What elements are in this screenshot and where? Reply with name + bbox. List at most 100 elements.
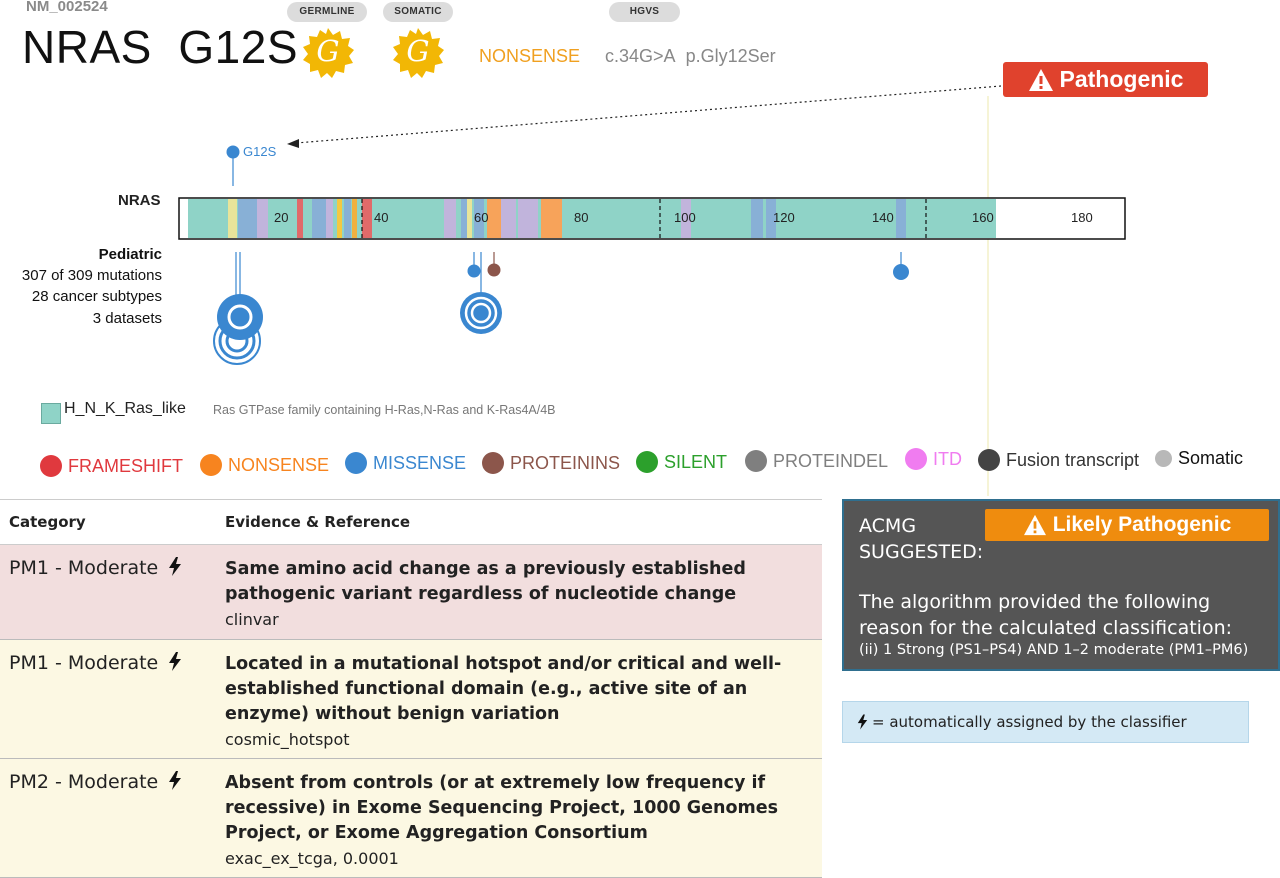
acmg-title-line2: SUGGESTED:	[859, 541, 984, 563]
domain-segments	[188, 199, 996, 238]
likely-pathogenic-badge[interactable]: Likely Pathogenic	[985, 509, 1269, 541]
pathogenic-label: Pathogenic	[1059, 66, 1184, 92]
tick-label: 40	[374, 210, 389, 225]
germline-badge-icon[interactable]: G	[302, 27, 354, 79]
evidence-reference: clinvar	[225, 610, 279, 629]
somatic-pill[interactable]: SOMATIC	[383, 2, 453, 22]
legend-label: SILENT	[664, 451, 728, 472]
bolt-icon	[169, 652, 182, 671]
domain-description: Ras GTPase family containing H-Ras,N-Ras…	[213, 403, 556, 417]
legend-label: FRAMESHIFT	[68, 455, 183, 476]
gene-name: NRAS	[22, 21, 152, 73]
proteinins-circle	[487, 263, 501, 277]
variant-title: NRAS G12S	[22, 20, 298, 74]
table-row: PM1 - Moderate Same amino acid change as…	[0, 545, 822, 640]
table-row: PM1 - Moderate Located in a mutational h…	[0, 640, 822, 759]
nonsense-dot-icon	[200, 454, 222, 476]
tick-label: 140	[872, 210, 894, 225]
cohort-datasets: 3 datasets	[92, 310, 162, 327]
codon146-circle	[893, 264, 909, 280]
acmg-reason-intro: The algorithm provided the following rea…	[859, 591, 1233, 639]
row-evidence: Located in a mutational hotspot and/or c…	[225, 652, 815, 752]
legend-label: Fusion transcript	[1006, 449, 1140, 470]
legend-nonsense[interactable]: NONSENSE	[200, 454, 329, 476]
evidence-text: Same amino acid change as a previously e…	[225, 559, 746, 604]
legend-proteindel[interactable]: PROTEINDEL	[745, 450, 888, 472]
row-evidence: Absent from controls (or at extremely lo…	[225, 771, 815, 871]
tick-label: 120	[773, 210, 795, 225]
hgvs-p: p.Gly12Ser	[685, 46, 776, 66]
g12s-head	[226, 145, 240, 159]
legend-itd[interactable]: ITD	[905, 448, 962, 470]
hgvs-pill[interactable]: HGVS	[609, 2, 680, 22]
tick-label: 60	[474, 210, 489, 225]
variant-name: G12S	[178, 21, 299, 73]
category-label: PM2 - Moderate	[9, 771, 159, 793]
table-row: PM2 - Moderate Absent from controls (or …	[0, 759, 822, 878]
somatic-badge-icon[interactable]: G	[392, 27, 444, 79]
category-label: PM1 - Moderate	[9, 557, 159, 579]
pointer-arrowhead	[287, 139, 299, 148]
evidence-reference: exac_ex_tcga, 0.0001	[225, 849, 399, 868]
classifier-note-text: = automatically assigned by the classifi…	[872, 713, 1187, 731]
missense-dot-icon	[345, 452, 367, 474]
proteinins-dot-icon	[482, 452, 504, 474]
legend-proteinins[interactable]: PROTEININS	[482, 452, 620, 474]
silent-dot-icon	[636, 451, 658, 473]
col-category: Category	[9, 513, 86, 531]
somatic-badge-letter: G	[406, 34, 430, 68]
hgvs-notation: c.34G>A p.Gly12Ser	[605, 46, 776, 67]
table-header: Category Evidence & Reference	[0, 499, 822, 545]
codon61-circle	[467, 264, 481, 278]
bolt-icon	[857, 714, 868, 730]
germline-badge-letter: G	[316, 34, 340, 68]
tick-label: 20	[274, 210, 289, 225]
tick-label: 180	[1071, 210, 1093, 225]
legend-label: Somatic	[1178, 448, 1244, 468]
lollipop-plot	[178, 85, 1126, 496]
cohort-subtypes: 28 cancer subtypes	[31, 288, 162, 305]
likely-pathogenic-label: Likely Pathogenic	[1052, 513, 1232, 536]
warning-icon	[1028, 68, 1053, 91]
proteindel-dot-icon	[745, 450, 767, 472]
legend-fusion[interactable]: Fusion transcript	[978, 449, 1139, 471]
evidence-text: Located in a mutational hotspot and/or c…	[225, 654, 782, 724]
tick-label: 160	[972, 210, 994, 225]
acmg-reason-detail: (ii) 1 Strong (PS1–PS4) AND 1–2 moderate…	[859, 642, 1249, 658]
pathogenic-badge[interactable]: Pathogenic	[1003, 62, 1208, 97]
row-evidence: Same amino acid change as a previously e…	[225, 557, 815, 632]
evidence-table: Category Evidence & Reference PM1 - Mode…	[0, 499, 822, 878]
bolt-icon	[169, 557, 182, 576]
germline-pill[interactable]: GERMLINE	[287, 2, 367, 22]
warning-icon	[1023, 514, 1046, 536]
protein-gene-label: NRAS	[118, 192, 161, 209]
domain-swatch	[41, 403, 61, 424]
frameshift-dot-icon	[40, 455, 62, 477]
legend-label: PROTEININS	[510, 452, 621, 473]
legend-silent[interactable]: SILENT	[636, 451, 727, 473]
category-label: PM1 - Moderate	[9, 652, 159, 674]
classifier-note: = automatically assigned by the classifi…	[842, 701, 1249, 743]
legend-label: MISSENSE	[373, 452, 467, 473]
mutation-label[interactable]: G12S	[243, 144, 277, 159]
somatic-dot-icon	[1155, 450, 1172, 467]
legend-somatic[interactable]: Somatic	[1155, 448, 1243, 469]
tick-label: 100	[674, 210, 696, 225]
hgvs-c: c.34G>A	[605, 46, 676, 66]
itd-dot-icon	[905, 448, 927, 470]
legend-label: NONSENSE	[228, 454, 330, 475]
evidence-reference: cosmic_hotspot	[225, 730, 350, 749]
legend-frameshift[interactable]: FRAMESHIFT	[40, 455, 183, 477]
evidence-text: Absent from controls (or at extremely lo…	[225, 773, 779, 843]
col-evidence: Evidence & Reference	[225, 513, 411, 531]
fusion-dot-icon	[978, 449, 1000, 471]
row-category: PM2 - Moderate	[9, 771, 182, 793]
cohort-name: Pediatric	[98, 246, 162, 263]
legend-missense[interactable]: MISSENSE	[345, 452, 466, 474]
legend-label: PROTEINDEL	[773, 450, 889, 471]
variant-effect: NONSENSE	[479, 46, 581, 66]
acmg-title: ACMG SUGGESTED:	[859, 513, 983, 565]
acmg-title-line1: ACMG	[859, 515, 917, 537]
pointer-arrow-line	[295, 85, 1002, 144]
cohort-mutations: 307 of 309 mutations	[21, 267, 162, 284]
